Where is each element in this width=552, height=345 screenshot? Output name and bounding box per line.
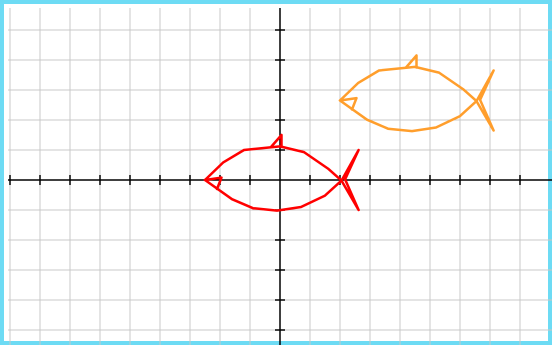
- red-fish-mouth: [203, 176, 223, 191]
- red-fish-fin: [269, 133, 283, 149]
- coordinate-plane: [8, 8, 552, 345]
- red-fish-tail: [340, 148, 360, 212]
- orange-fish-fin: [404, 54, 418, 69]
- orange-fish-body: [338, 65, 478, 133]
- orange-fish-mouth: [338, 96, 358, 111]
- red-fish: [203, 133, 360, 212]
- red-fish-body: [203, 145, 343, 212]
- axes: [8, 8, 552, 345]
- shapes: [203, 54, 495, 212]
- orange-fish-tail: [475, 69, 495, 132]
- orange-fish: [338, 54, 495, 133]
